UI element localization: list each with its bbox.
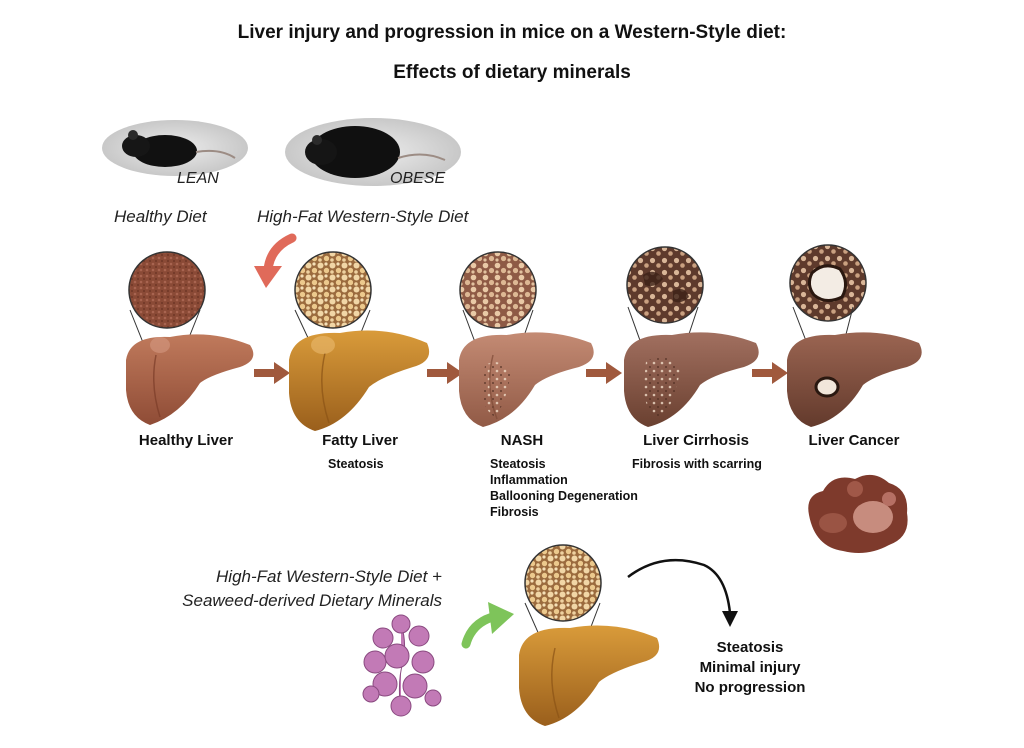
stage-nash-detail-3: Fibrosis xyxy=(490,505,539,519)
green-curved-arrow xyxy=(461,602,514,649)
cancer-liver xyxy=(787,306,922,427)
stage-fatty-detail-0: Steatosis xyxy=(328,457,384,471)
outcome-line1: Steatosis xyxy=(716,639,784,656)
healthy-diet-label: Healthy Diet xyxy=(114,207,207,226)
red-curved-arrow xyxy=(254,233,297,288)
nash-liver xyxy=(459,309,594,427)
fatty-liver xyxy=(289,309,430,431)
stage-arrow-2 xyxy=(427,362,463,384)
stage-nash-detail-1: Inflammation xyxy=(490,473,568,487)
stage-arrow-1 xyxy=(254,362,290,384)
minerals-liver xyxy=(519,602,660,726)
lean-mouse-image xyxy=(102,120,248,176)
stage-nash-name: NASH xyxy=(500,432,544,449)
minerals-micrograph xyxy=(524,544,602,622)
high-fat-diet-label: High-Fat Western-Style Diet xyxy=(257,207,469,226)
outcome-line3: No progression xyxy=(694,679,806,696)
stage-arrow-3 xyxy=(586,362,622,384)
stage-cirrhosis-detail-0: Fibrosis with scarring xyxy=(632,457,762,471)
outcome-line2: Minimal injury xyxy=(699,659,801,676)
stage-arrow-4 xyxy=(752,362,788,384)
stage-cancer-name: Liver Cancer xyxy=(808,432,900,449)
minerals-diet-label: High-Fat Western-Style Diet + Seaweed-de… xyxy=(120,565,442,613)
stage-healthy-name: Healthy Liver xyxy=(138,432,234,449)
stage-nash-detail-0: Steatosis xyxy=(490,457,546,471)
healthy-micrograph xyxy=(128,251,206,329)
cancer-micrograph xyxy=(789,244,867,322)
outcome-text: Steatosis Minimal injury No progression xyxy=(660,638,840,698)
healthy-liver xyxy=(126,309,254,425)
stage-fatty-name: Fatty Liver xyxy=(322,432,398,449)
tumor-photo xyxy=(808,474,908,553)
figure-title-line2: Effects of dietary minerals xyxy=(393,62,631,83)
seaweed-image xyxy=(362,614,442,717)
fatty-micrograph xyxy=(294,251,372,329)
stage-cirrhosis-name: Liver Cirrhosis xyxy=(643,432,749,449)
nash-micrograph xyxy=(459,251,537,329)
obese-mouse-image xyxy=(285,118,461,186)
stage-nash-details: Steatosis Inflammation Ballooning Degene… xyxy=(490,456,638,520)
stage-nash-detail-2: Ballooning Degeneration xyxy=(490,489,638,503)
cirrhosis-liver xyxy=(624,306,759,427)
lean-label: LEAN xyxy=(177,170,219,187)
obese-label: OBESE xyxy=(390,170,446,187)
minerals-diet-line1: High-Fat Western-Style Diet + xyxy=(216,567,442,586)
cirrhosis-micrograph xyxy=(626,246,704,324)
black-curved-arrow xyxy=(627,558,738,627)
figure-title-line1: Liver injury and progression in mice on … xyxy=(237,22,787,43)
minerals-diet-line2: Seaweed-derived Dietary Minerals xyxy=(182,591,442,610)
